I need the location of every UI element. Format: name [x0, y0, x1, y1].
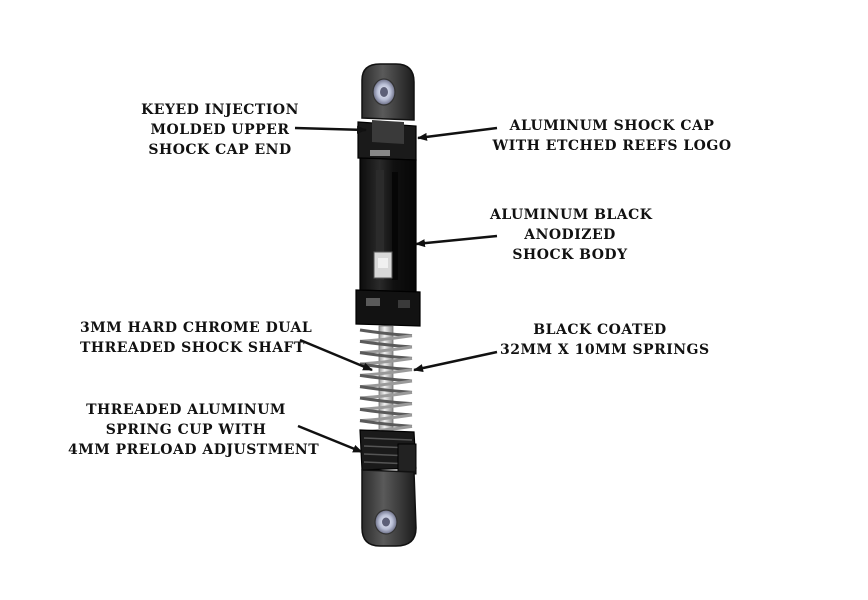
callout-shock-cap: ALUMINUM SHOCK CAP WITH ETCHED REEFS LOG…	[492, 116, 732, 156]
callout-upper-cap-end: KEYED INJECTION MOLDED UPPER SHOCK CAP E…	[140, 100, 300, 160]
callout-line: ALUMINUM SHOCK CAP	[509, 118, 715, 134]
callout-line: ANODIZED	[524, 227, 616, 243]
arrow-springs	[413, 350, 498, 373]
shock-body	[359, 157, 417, 293]
arrow-shock-body	[415, 234, 498, 248]
callout-line: 3MM HARD CHROME DUAL	[80, 320, 313, 336]
upper-rod-end	[361, 63, 415, 121]
callout-line: THREADED SHOCK SHAFT	[80, 340, 305, 356]
arrow-shock-cap	[417, 126, 498, 141]
callout-line: THREADED ALUMINUM	[86, 402, 286, 418]
lower-collar	[355, 289, 421, 327]
callout-line: BLACK COATED	[533, 322, 667, 338]
callout-line: MOLDED UPPER	[150, 122, 290, 138]
callout-line: 4MM PRELOAD ADJUSTMENT	[68, 442, 320, 458]
callout-line: ALUMINUM BLACK	[490, 207, 653, 223]
arrow-shock-shaft	[299, 338, 373, 372]
callout-shock-shaft: 3MM HARD CHROME DUAL THREADED SHOCK SHAF…	[80, 318, 313, 358]
spring	[359, 328, 413, 434]
callout-spring-cup: THREADED ALUMINUM SPRING CUP WITH 4MM PR…	[68, 400, 320, 460]
shock-cap	[357, 120, 417, 161]
callout-line: SPRING CUP WITH	[105, 422, 267, 438]
lower-rod-end	[361, 469, 417, 547]
callout-arrows	[294, 125, 498, 454]
callout-line: WITH ETCHED REEFS LOGO	[492, 138, 732, 154]
spring-cup	[359, 429, 417, 475]
callout-line: SHOCK CAP END	[148, 142, 292, 158]
arrow-spring-cup	[297, 424, 363, 454]
callout-line: KEYED INJECTION	[141, 102, 299, 118]
arrow-upper-cap-end	[294, 125, 367, 134]
callout-springs: BLACK COATED 32MM X 10MM SPRINGS	[500, 320, 710, 360]
callout-shock-body: ALUMINUM BLACK ANODIZED SHOCK BODY	[490, 205, 653, 265]
callout-line: 32MM X 10MM SPRINGS	[500, 342, 710, 358]
callout-line: SHOCK BODY	[512, 247, 628, 263]
